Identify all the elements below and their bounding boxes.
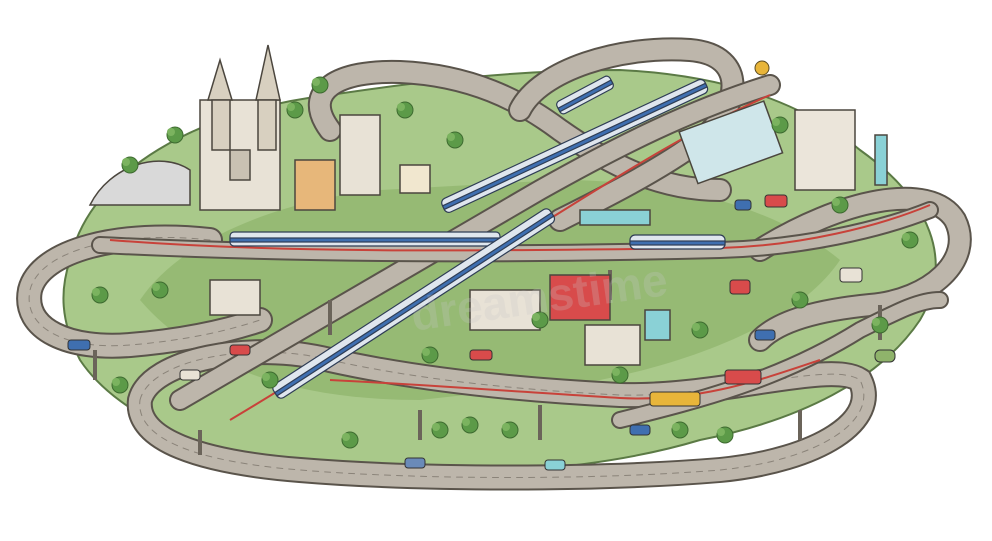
train-icon bbox=[441, 78, 709, 213]
tree-icon bbox=[871, 316, 889, 334]
building bbox=[294, 159, 336, 211]
building bbox=[644, 309, 671, 341]
car-icon bbox=[754, 329, 776, 341]
car-icon bbox=[734, 199, 752, 211]
tree-icon bbox=[341, 431, 359, 449]
tree-icon bbox=[771, 116, 789, 134]
building bbox=[579, 209, 651, 226]
church-icon bbox=[199, 44, 281, 211]
tree-icon bbox=[791, 291, 809, 309]
building bbox=[874, 134, 888, 186]
train-icon bbox=[629, 234, 726, 250]
train-icon bbox=[272, 208, 556, 399]
trains bbox=[229, 75, 726, 399]
bus-icon bbox=[839, 267, 863, 283]
tree-icon bbox=[446, 131, 464, 149]
car-icon bbox=[404, 457, 426, 469]
tree-icon bbox=[311, 76, 329, 94]
vehicles bbox=[67, 194, 896, 471]
highway-network bbox=[16, 37, 972, 491]
tree-icon bbox=[691, 321, 709, 339]
tree-icon bbox=[111, 376, 129, 394]
train-icon bbox=[556, 75, 614, 115]
station-canopy-icon bbox=[88, 160, 191, 206]
tree-icon bbox=[671, 421, 689, 439]
tree-icon bbox=[121, 156, 139, 174]
building bbox=[794, 109, 856, 191]
building bbox=[469, 289, 541, 331]
sign-icon bbox=[754, 60, 770, 76]
tree-icon bbox=[831, 196, 849, 214]
train-icon bbox=[229, 231, 501, 247]
car-icon bbox=[764, 194, 788, 208]
tree-icon bbox=[286, 101, 304, 119]
car-icon bbox=[729, 279, 751, 295]
car-icon bbox=[469, 349, 493, 361]
bus-icon bbox=[649, 391, 701, 407]
building bbox=[399, 164, 431, 194]
tree-icon bbox=[716, 426, 734, 444]
tree-icon bbox=[421, 346, 439, 364]
car-icon bbox=[544, 459, 566, 471]
building bbox=[209, 279, 261, 316]
tree-icon bbox=[461, 416, 479, 434]
building bbox=[584, 324, 641, 366]
car-icon bbox=[67, 339, 91, 351]
car-icon bbox=[229, 344, 251, 356]
car-icon bbox=[629, 424, 651, 436]
tree-icon bbox=[611, 366, 629, 384]
car-icon bbox=[179, 369, 201, 381]
tree-icon bbox=[396, 101, 414, 119]
tree-icon bbox=[166, 126, 184, 144]
tree-icon bbox=[261, 371, 279, 389]
tree-icon bbox=[501, 421, 519, 439]
tree-icon bbox=[901, 231, 919, 249]
bus-icon bbox=[724, 369, 762, 385]
tree-icon bbox=[431, 421, 449, 439]
tree-icon bbox=[91, 286, 109, 304]
car-icon bbox=[874, 349, 896, 363]
tree-icon bbox=[531, 311, 549, 329]
building bbox=[549, 274, 611, 321]
building bbox=[339, 114, 381, 196]
tree-icon bbox=[151, 281, 169, 299]
